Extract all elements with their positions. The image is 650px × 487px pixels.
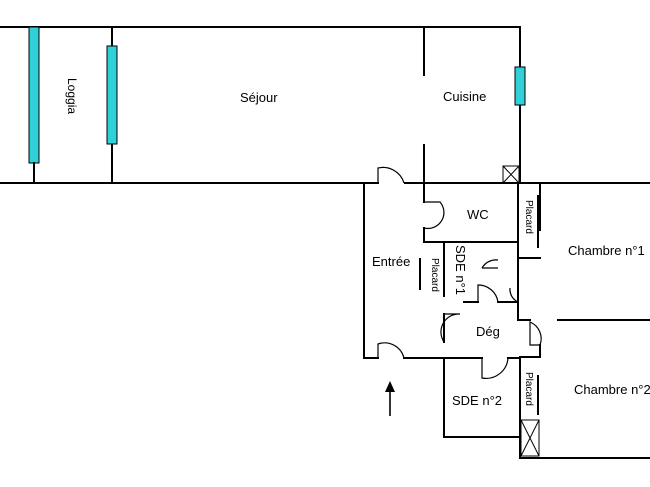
closet-labels: Placard Placard Placard <box>429 200 534 406</box>
label-sde2: SDE n°2 <box>452 393 502 408</box>
label-sde1: SDE n°1 <box>453 245 468 295</box>
label-chambre1: Chambre n°1 <box>568 243 645 258</box>
door-chambre2 <box>529 321 542 346</box>
window-cuisine <box>514 66 526 106</box>
label-sejour: Séjour <box>240 90 278 105</box>
door-entree-top <box>377 166 405 184</box>
duct-sde2 <box>520 419 540 457</box>
door-sde1 <box>481 259 499 269</box>
entry-arrow-icon <box>385 381 395 416</box>
door-deg <box>440 313 461 343</box>
window-loggia-right <box>106 45 118 145</box>
label-chambre2: Chambre n°2 <box>574 382 650 397</box>
label-loggia: Loggia <box>65 78 79 114</box>
label-placard-entree: Placard <box>429 258 440 292</box>
label-entree: Entrée <box>372 254 410 269</box>
label-placard-sde2: Placard <box>523 372 534 406</box>
duct-cuisine <box>502 165 520 184</box>
door-chambre1 <box>509 287 519 303</box>
label-placard-wc: Placard <box>523 200 534 234</box>
closets <box>419 195 539 415</box>
doors <box>377 166 542 379</box>
windows <box>28 26 526 184</box>
door-sde1-low <box>477 284 499 303</box>
door-sde2 <box>481 357 509 379</box>
door-wc <box>423 201 445 230</box>
vent-ducts <box>502 165 540 457</box>
room-labels: Séjour Cuisine Loggia WC Entrée SDE n°1 … <box>65 78 650 408</box>
window-loggia-left <box>28 26 40 164</box>
label-wc: WC <box>467 207 489 222</box>
label-deg: Dég <box>476 324 500 339</box>
walls <box>0 26 650 459</box>
label-cuisine: Cuisine <box>443 89 486 104</box>
door-entree-bottom <box>377 342 405 359</box>
